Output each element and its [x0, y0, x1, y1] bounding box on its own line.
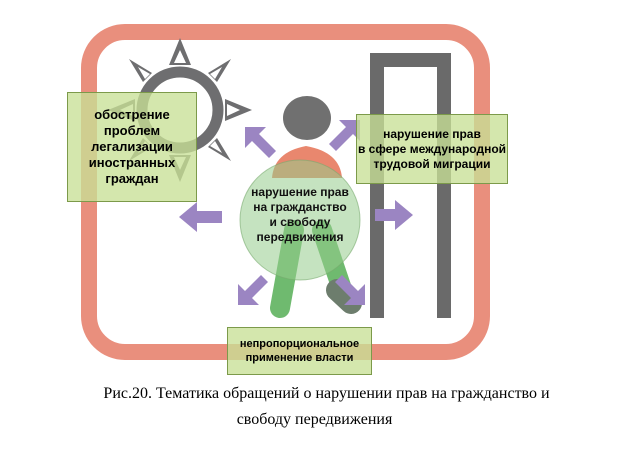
arrow-icon-down-left [238, 275, 268, 305]
note-legalization-text: обострение проблем легализации иностранн… [88, 107, 176, 186]
center-circle [239, 159, 361, 281]
arrow-icon-up-right [329, 120, 360, 151]
note-labor-migration-text: нарушение прав в сфере международной тру… [357, 126, 507, 171]
note-labor-migration: нарушение прав в сфере международной тру… [356, 114, 508, 184]
note-disproportionate-power: непропорциональное применение власти [227, 327, 372, 375]
note-disproportionate-power-text: непропорциональное применение власти [239, 338, 360, 364]
person-head [283, 96, 331, 140]
figure-caption: Рис.20. Тематика обращений о нарушении п… [0, 381, 629, 433]
caption-line-2: свободу передвижения [236, 411, 393, 428]
arrow-icon-down-right [335, 275, 365, 305]
caption-line-1: Рис.20. Тематика обращений о нарушении п… [103, 385, 550, 402]
arrows [179, 120, 413, 305]
arrow-icon-right [375, 200, 413, 230]
arrow-icon-left [179, 202, 222, 232]
center-label: нарушение прав на гражданство и свободу … [251, 185, 349, 244]
doorway-icon [370, 53, 451, 318]
arrow-icon-up-left [245, 127, 276, 158]
diagram-scene: обострение проблем легализации иностранн… [67, 24, 508, 375]
note-legalization: обострение проблем легализации иностранн… [67, 92, 197, 202]
